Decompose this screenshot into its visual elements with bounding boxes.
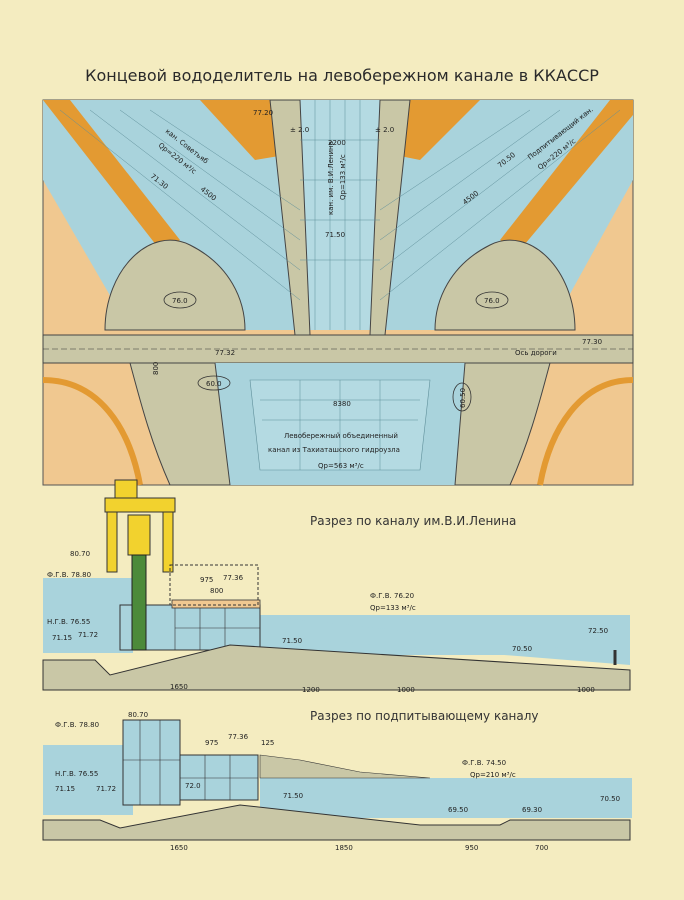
right-outer-bank <box>500 100 633 250</box>
s1-flow: Qр=133 м³/с <box>370 604 416 612</box>
s1-gate <box>131 554 147 651</box>
left-bank-orange <box>200 100 285 160</box>
s2-upstream-water <box>43 745 133 815</box>
lower-right-island <box>454 362 551 486</box>
s1-pier-wall <box>169 564 259 606</box>
s2-mark-8070: 80.70 <box>128 711 148 719</box>
plan-mark-760b: 76.0 <box>484 297 500 305</box>
road-label: Ось дороги <box>515 349 557 357</box>
s1-ground <box>42 644 631 691</box>
s1-mark-7115: 71.15 <box>52 634 72 642</box>
s1-structure-grid <box>174 605 260 650</box>
s1-mark-8070: 80.70 <box>70 550 90 558</box>
s1-upstream-water <box>43 578 133 653</box>
right-island-mark <box>475 291 509 309</box>
s1-dim-1000b: 1000 <box>577 686 595 694</box>
s2-mark-7115: 71.15 <box>55 785 75 793</box>
section1-title: Разрез по каналу им.В.И.Ленина <box>310 514 517 528</box>
plan-mark-2000b: ± 2.0 <box>375 126 394 134</box>
s1-gantry-crane <box>104 479 176 573</box>
s2-dim-1650: 1650 <box>170 844 188 852</box>
left-island-mark <box>163 291 197 309</box>
s2-structure <box>122 719 181 806</box>
s1-mark-7250: 72.50 <box>588 627 608 635</box>
lower-left-arc <box>42 377 143 486</box>
s2-stairs <box>259 754 431 779</box>
left-island <box>104 239 246 331</box>
s2-mark-975: 975 <box>205 739 218 747</box>
plan-mark-6050: 60.50 <box>459 388 467 408</box>
s1-dim-1650: 1650 <box>170 683 188 691</box>
s2-structure-grid <box>123 720 258 805</box>
s2-mark-ngv: Н.Г.В. 76.55 <box>55 770 98 778</box>
s1-mark-7736: 77.36 <box>223 574 244 582</box>
s2-mark-fgv: Ф.Г.В. 78.80 <box>55 721 99 729</box>
s2-flow: Qр=210 м³/с <box>470 771 516 779</box>
s1-mark-800: 800 <box>210 587 223 595</box>
plan-mark-7150: 71.50 <box>325 231 345 239</box>
plan-mark-800: 800 <box>152 362 160 375</box>
center-canal-name: кан. им. В.И.Ленина <box>327 141 335 215</box>
s2-mark-6930: 69.30 <box>522 806 542 814</box>
right-bank-orange <box>395 100 480 160</box>
s2-mark-720: 72.0 <box>185 782 201 790</box>
s1-mark-975: 975 <box>200 576 213 584</box>
s1-mark-7050: 70.50 <box>512 645 532 653</box>
s2-dim-1850: 1850 <box>335 844 353 852</box>
right-island <box>434 239 576 331</box>
main-canal-flow: Qр=563 м³/с <box>318 462 364 470</box>
plan-mark-2000a: ± 2.0 <box>290 126 309 134</box>
s2-mark-7736: 77.36 <box>228 733 249 741</box>
s2-dim-700: 700 <box>535 844 548 852</box>
s2-inner-box <box>179 754 259 801</box>
s2-mark-7150: 71.50 <box>283 792 303 800</box>
s2-mark-7172: 71.72 <box>96 785 116 793</box>
s1-downstream-slope <box>255 615 630 665</box>
plan-mark-8380: 8380 <box>333 400 351 408</box>
lower-right-mark <box>452 382 472 412</box>
main-canal-grid <box>260 380 420 470</box>
left-outer-bank <box>43 100 180 250</box>
main-canal-line2: канал из Тахиаташского гидроузла <box>268 446 400 454</box>
page-title: Концевой вододелитель на левобережном ка… <box>85 66 599 85</box>
plan-mark-7732a: 77.32 <box>215 349 235 357</box>
center-canal-flow: Qр=133 м³/с <box>339 154 347 200</box>
lower-left-island <box>129 362 231 486</box>
s2-dim-950: 950 <box>465 844 478 852</box>
s1-bridge-deck <box>171 599 261 609</box>
s2-downstream-water <box>260 778 632 818</box>
s2-mark-7050: 70.50 <box>600 795 620 803</box>
s2-mark-6950: 69.50 <box>448 806 468 814</box>
s1-mark-7172: 71.72 <box>78 631 98 639</box>
s2-mark-fgv2: Ф.Г.В. 74.50 <box>462 759 506 767</box>
plan-mark-2200: 2200 <box>328 139 346 147</box>
s1-dim-1000a: 1000 <box>397 686 415 694</box>
plan-mark-7120: 77.20 <box>253 109 273 117</box>
s1-mark-fgv2: Ф.Г.В. 76.20 <box>370 592 414 600</box>
s1-mark-7150: 71.50 <box>282 637 302 645</box>
plan-mark-7730b: 77.30 <box>582 338 602 346</box>
main-canal-line1: Левобережный объединенный <box>284 432 398 440</box>
plan-grid <box>59 100 621 330</box>
plan-mark-600a: 60.0 <box>206 380 222 388</box>
s1-mark-ngv: Н.Г.В. 76.55 <box>47 618 90 626</box>
plan-mark-760a: 76.0 <box>172 297 188 305</box>
lower-left-mark <box>197 375 231 391</box>
s2-mark-125: 125 <box>261 739 274 747</box>
s2-ground <box>42 804 631 841</box>
s1-mark-fgv: Ф.Г.В. 78.80 <box>47 571 91 579</box>
lower-right-arc <box>537 377 634 486</box>
s1-dim-1200: 1200 <box>302 686 320 694</box>
section2-title: Разрез по подпитывающему каналу <box>310 709 539 723</box>
